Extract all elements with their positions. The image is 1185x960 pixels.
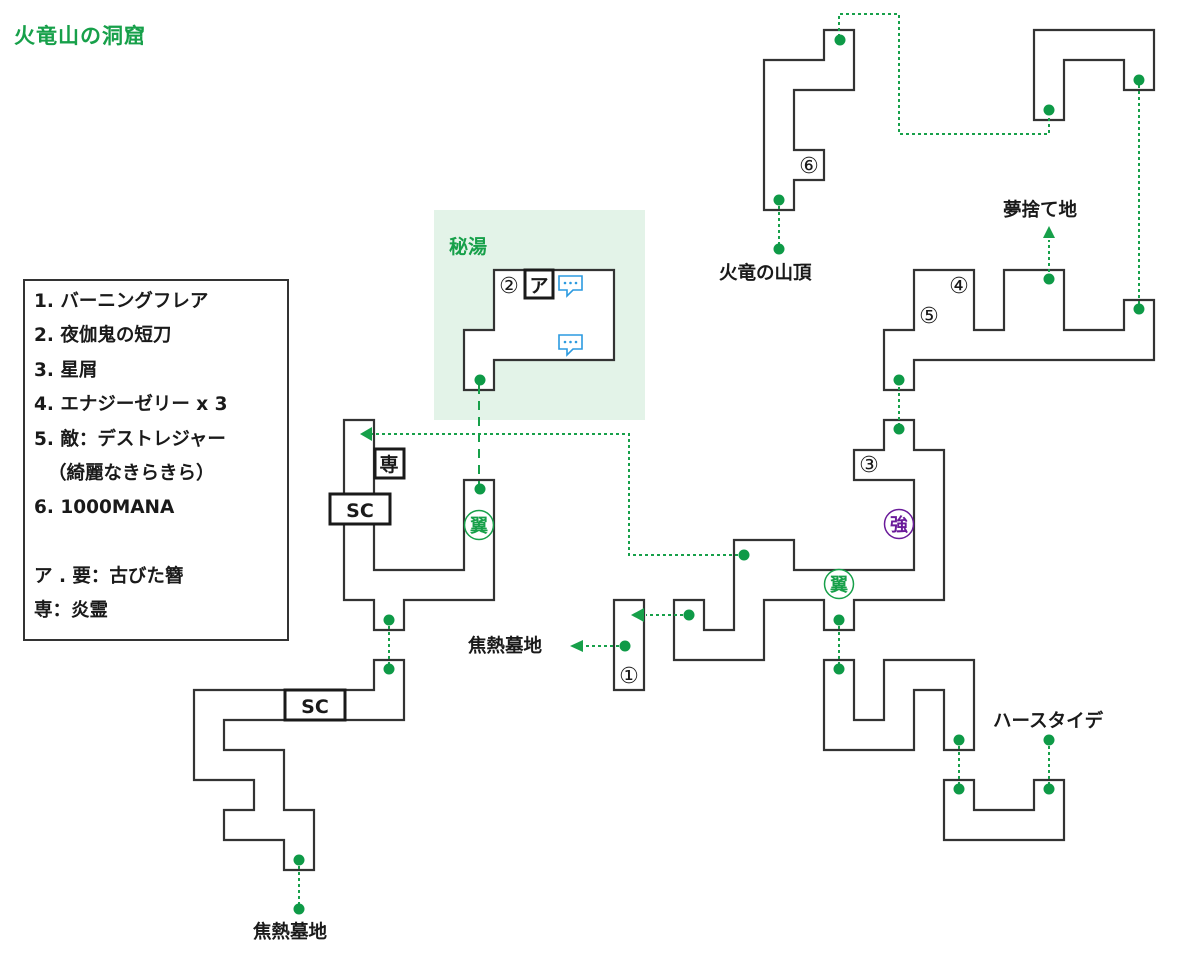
- connection-dot: [893, 423, 905, 435]
- legend-item: 3. 星屑: [34, 359, 98, 381]
- connection-dot: [683, 609, 695, 621]
- item-marker-5: ⑤: [919, 304, 939, 329]
- connection-dot: [1133, 74, 1145, 86]
- key-marker-a: ア: [529, 275, 548, 297]
- connection-dot: [833, 614, 845, 626]
- wing-label-central: 翼: [829, 575, 848, 596]
- room-central: [672, 418, 946, 662]
- secret-spring-label: 秘湯: [449, 236, 488, 258]
- room-summit: [762, 28, 856, 212]
- legend-item: 4. エナジーゼリー x 3: [34, 394, 228, 416]
- connection-dot: [834, 34, 846, 46]
- exit-label-tomb-bottom: 焦熱墓地: [253, 922, 328, 943]
- arrow-up-icon: [1043, 226, 1055, 238]
- legend-item: 2. 夜伽鬼の短刀: [34, 325, 172, 347]
- connection-dot: [619, 640, 631, 652]
- connection-dot: [953, 734, 965, 746]
- connection-dot: [773, 243, 785, 255]
- connection-dot: [1043, 734, 1055, 746]
- room-northeast: [882, 268, 1156, 392]
- exit-label-summit: 火竜の山頂: [719, 263, 812, 284]
- legend-note: ア . 要：古びた簪: [34, 565, 184, 587]
- room-southeast-u: [942, 778, 1066, 842]
- connection-dot: [293, 854, 305, 866]
- legend-item: （綺麗なきらきら）: [48, 462, 215, 484]
- strong-label: 強: [890, 514, 908, 536]
- arrow-left-icon: [570, 640, 583, 652]
- page-title: 火竜山の洞窟: [14, 24, 146, 48]
- connection-dot: [773, 194, 785, 206]
- path-central-to-west: [368, 433, 744, 556]
- room-south-s: [822, 658, 976, 752]
- legend-item: 5. 敵：デストレジャー: [34, 428, 226, 450]
- connection-dot: [383, 663, 395, 675]
- chat-icon: [558, 334, 583, 357]
- sc-label-southwest: SC: [301, 696, 329, 718]
- legend-note: 専：炎霊: [34, 600, 109, 622]
- connection-dot: [833, 663, 845, 675]
- room-secret-spring: [462, 268, 616, 392]
- exit-label-dream: 夢捨て地: [1003, 200, 1078, 221]
- connection-dot: [1043, 273, 1055, 285]
- sc-box-southwest: [283, 688, 347, 722]
- item-marker-1: ①: [619, 664, 639, 689]
- chat-icon: [558, 275, 583, 298]
- item-marker-4: ④: [949, 274, 969, 299]
- legend-box: 1. バーニングフレア 2. 夜伽鬼の短刀 3. 星屑 4. エナジーゼリー x…: [23, 279, 289, 641]
- marker-a-box: [523, 268, 555, 300]
- room-west-u: [342, 418, 496, 632]
- arrow-left-icon: [360, 427, 372, 441]
- wing-label-west: 翼: [469, 516, 488, 537]
- item-marker-2: ②: [499, 274, 519, 299]
- room-southwest: [192, 658, 406, 872]
- legend-item: 1. バーニングフレア: [34, 291, 209, 312]
- connection-dot: [293, 903, 305, 915]
- connection-dot: [1043, 104, 1055, 116]
- connection-dot: [474, 483, 486, 495]
- exit-label-tomb-mid: 焦熱墓地: [468, 636, 543, 657]
- connection-dot: [1043, 783, 1055, 795]
- sc-label-west: SC: [346, 500, 374, 522]
- wing-marker-west: [463, 509, 495, 541]
- spirit-marker-sen: 専: [379, 454, 398, 476]
- sc-box-west: [328, 492, 392, 526]
- room-far-northeast: [1032, 28, 1156, 122]
- connection-dot: [953, 783, 965, 795]
- legend-item: 6. 1000MANA: [34, 497, 175, 519]
- arrow-left-icon: [631, 608, 644, 622]
- connection-dot: [893, 374, 905, 386]
- connection-dot: [474, 374, 486, 386]
- connection-dot: [1133, 303, 1145, 315]
- wing-marker-central: [823, 568, 855, 600]
- strong-marker: [883, 508, 915, 540]
- path-top-link: [838, 13, 1050, 135]
- marker-sen-box: [373, 447, 406, 480]
- item-marker-3: ③: [859, 453, 879, 478]
- connection-dot: [738, 549, 750, 561]
- connection-dot: [383, 614, 395, 626]
- exit-label-hastaide: ハースタイデ: [993, 711, 1104, 732]
- item-marker-6: ⑥: [799, 154, 819, 179]
